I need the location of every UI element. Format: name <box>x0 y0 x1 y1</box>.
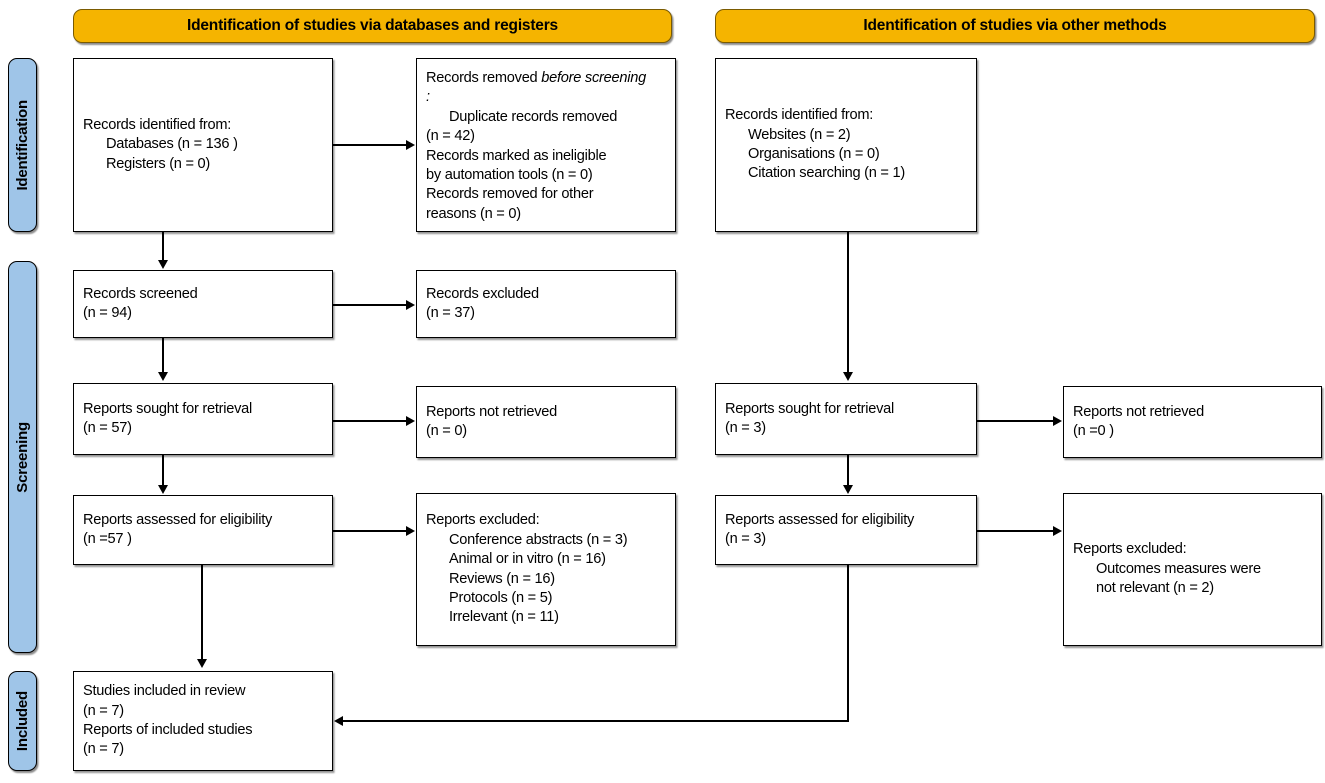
reports-excluded-item: Protocols (n = 5) <box>449 589 553 606</box>
arrowhead-sought-to-not-retrieved-right <box>1053 415 1062 426</box>
connector-identified-to-removed <box>333 144 407 146</box>
connector-screened-to-excluded <box>333 304 407 306</box>
box-records-identified-other: Records identified from: Websites (n = 2… <box>715 58 977 232</box>
studies-included-count: (n = 7) <box>83 702 124 719</box>
reports-excluded-item: Irrelevant (n = 11) <box>449 609 559 626</box>
arrowhead-identified-other-to-sought <box>842 372 853 381</box>
reports-excluded-right-item: not relevant (n = 2) <box>1096 580 1214 597</box>
connector-elbow-vertical <box>847 565 849 722</box>
records-removed-item: Duplicate records removed <box>449 108 618 125</box>
box-studies-included: Studies included in review (n = 7) Repor… <box>73 671 333 771</box>
arrowhead-elbow-to-included <box>334 715 343 726</box>
stage-label-screening-text: Screening <box>14 421 31 493</box>
arrowhead-assessed-to-excluded-right <box>1053 525 1062 536</box>
records-identified-item: Databases (n = 136 ) <box>106 136 238 153</box>
records-screened-count: (n = 94) <box>83 305 132 321</box>
reports-not-retrieved-right-count: (n =0 ) <box>1073 423 1114 439</box>
connector-assessed-to-included <box>201 565 203 660</box>
reports-assessed-right-count: (n = 3) <box>725 531 766 547</box>
connector-assessed-to-excluded-left <box>333 530 407 532</box>
reports-assessed-title: Reports assessed for eligibility <box>83 511 273 528</box>
banner-databases-registers: Identification of studies via databases … <box>73 9 672 43</box>
box-reports-excluded-left: Reports excluded: Conference abstracts (… <box>416 493 676 646</box>
connector-sought-to-not-retrieved-right <box>977 420 1054 422</box>
records-identified-other-item: Organisations (n = 0) <box>748 146 880 162</box>
records-excluded-count: (n = 37) <box>426 305 475 321</box>
reports-not-retrieved-title: Reports not retrieved <box>426 403 558 420</box>
connector-sought-to-not-retrieved-left <box>333 420 407 422</box>
reports-not-retrieved-right-title: Reports not retrieved <box>1073 403 1205 420</box>
reports-sought-right-count: (n = 3) <box>725 420 766 436</box>
box-reports-not-retrieved-left: Reports not retrieved (n = 0) <box>416 386 676 458</box>
reports-sought-count: (n = 57) <box>83 420 132 436</box>
stage-label-screening: Screening <box>8 261 37 653</box>
arrowhead-sought-to-assessed-right <box>842 485 853 494</box>
reports-excluded-title: Reports excluded: <box>426 512 540 529</box>
connector-sought-to-assessed-right <box>847 455 849 486</box>
box-reports-sought-right: Reports sought for retrieval (n = 3) <box>715 383 977 455</box>
records-removed-item: (n = 42) <box>426 128 475 145</box>
connector-identified-other-to-sought <box>847 232 849 373</box>
arrowhead-assessed-to-excluded-left <box>406 525 415 536</box>
records-removed-title-plain: Records removed <box>426 70 542 86</box>
records-removed-item: Records removed for other <box>426 186 594 203</box>
connector-sought-to-assessed-left <box>162 455 164 486</box>
box-records-excluded: Records excluded (n = 37) <box>416 270 676 338</box>
box-records-removed-before-screening: Records removed before screening : Dupli… <box>416 58 676 232</box>
arrowhead-sought-to-not-retrieved-left <box>406 415 415 426</box>
reports-excluded-right-item: Outcomes measures were <box>1096 560 1261 577</box>
records-identified-other-item: Citation searching (n = 1) <box>748 165 905 182</box>
reports-assessed-right-title: Reports assessed for eligibility <box>725 511 915 528</box>
reports-not-retrieved-count: (n = 0) <box>426 423 467 439</box>
records-removed-item: reasons (n = 0) <box>426 205 521 222</box>
records-identified-other-item: Websites (n = 2) <box>748 126 851 143</box>
studies-included-line: Studies included in review <box>83 683 246 700</box>
stage-label-included-text: Included <box>14 690 31 752</box>
box-records-screened: Records screened (n = 94) <box>73 270 333 338</box>
arrowhead-assessed-to-included <box>196 659 207 668</box>
stage-label-identification: Identification <box>8 58 37 232</box>
reports-excluded-right-title: Reports excluded: <box>1073 541 1187 558</box>
arrowhead-identified-to-removed <box>406 139 415 150</box>
banner-databases-label: Identification of studies via databases … <box>187 17 558 34</box>
connector-screened-to-sought <box>162 338 164 373</box>
arrowhead-sought-to-assessed-left <box>157 485 168 494</box>
records-identified-item: Registers (n = 0) <box>106 155 211 172</box>
arrowhead-screened-to-excluded <box>406 299 415 310</box>
records-removed-item: Records marked as ineligible <box>426 147 607 164</box>
box-reports-assessed-left: Reports assessed for eligibility (n =57 … <box>73 495 333 565</box>
reports-included-count: (n = 7) <box>83 741 124 758</box>
box-reports-sought-left: Reports sought for retrieval (n = 57) <box>73 383 333 455</box>
arrowhead-screened-to-sought <box>157 372 168 381</box>
records-excluded-title: Records excluded <box>426 285 539 302</box>
box-reports-not-retrieved-right: Reports not retrieved (n =0 ) <box>1063 386 1322 458</box>
reports-sought-right-title: Reports sought for retrieval <box>725 400 895 417</box>
stage-label-included: Included <box>8 671 37 771</box>
records-removed-item: by automation tools (n = 0) <box>426 167 593 184</box>
connector-identified-to-screened <box>162 232 164 261</box>
box-reports-excluded-right: Reports excluded: Outcomes measures were… <box>1063 493 1322 646</box>
records-removed-title: Records removed before screening <box>426 69 666 88</box>
records-identified-title: Records identified from: <box>83 116 232 133</box>
reports-excluded-item: Animal or in vitro (n = 16) <box>449 551 606 568</box>
banner-other-label: Identification of studies via other meth… <box>863 17 1167 34</box>
stage-label-identification-text: Identification <box>14 99 31 191</box>
records-screened-title: Records screened <box>83 285 198 302</box>
reports-sought-title: Reports sought for retrieval <box>83 400 253 417</box>
connector-elbow-horizontal <box>343 720 848 722</box>
records-removed-title-colon: : <box>426 89 430 106</box>
arrowhead-identified-to-screened <box>157 260 168 269</box>
banner-other-methods: Identification of studies via other meth… <box>715 9 1315 43</box>
box-records-identified-databases: Records identified from: Databases (n = … <box>73 58 333 232</box>
box-reports-assessed-right: Reports assessed for eligibility (n = 3) <box>715 495 977 565</box>
reports-excluded-item: Reviews (n = 16) <box>449 570 555 587</box>
records-identified-other-title: Records identified from: <box>725 107 874 124</box>
reports-excluded-item: Conference abstracts (n = 3) <box>449 531 628 548</box>
records-removed-title-italic: before screening <box>541 70 646 86</box>
connector-assessed-to-excluded-right <box>977 530 1054 532</box>
reports-assessed-count: (n =57 ) <box>83 531 132 547</box>
reports-included-line: Reports of included studies <box>83 722 253 738</box>
